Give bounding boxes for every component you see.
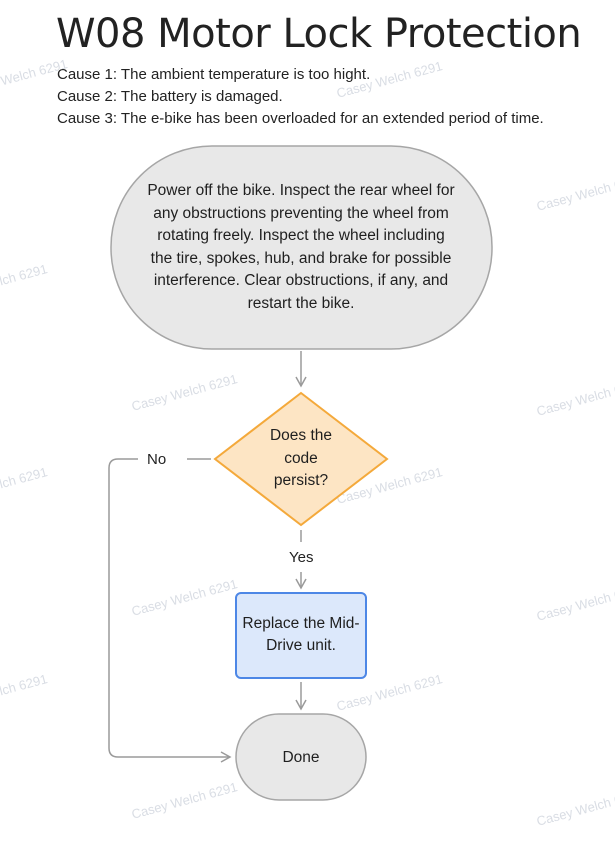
cause-item: Cause 1: The ambient temperature is too … [57, 66, 371, 83]
cause-list: Cause 1: The ambient temperature is too … [57, 64, 544, 130]
decision-node-text: Does the code persist? [269, 427, 333, 490]
replace-process-box [235, 592, 367, 679]
no-edge-label: No [144, 451, 170, 468]
connector-no-to-done [108, 458, 232, 763]
decision-diamond [213, 391, 389, 527]
replace-node-text: Replace the Mid-Drive unit. [242, 614, 360, 655]
yes-edge-label: Yes [286, 549, 317, 566]
cause-item: Cause 3: The e-bike has been overloaded … [57, 110, 544, 127]
done-node-text: Done [282, 748, 320, 766]
start-node-text: Power off the bike. Inspect the rear whe… [147, 182, 455, 312]
cause-item: Cause 2: The battery is damaged. [57, 88, 283, 105]
page-title: W08 Motor Lock Protection [56, 11, 582, 57]
start-terminal [110, 145, 493, 350]
done-terminal [235, 713, 367, 801]
